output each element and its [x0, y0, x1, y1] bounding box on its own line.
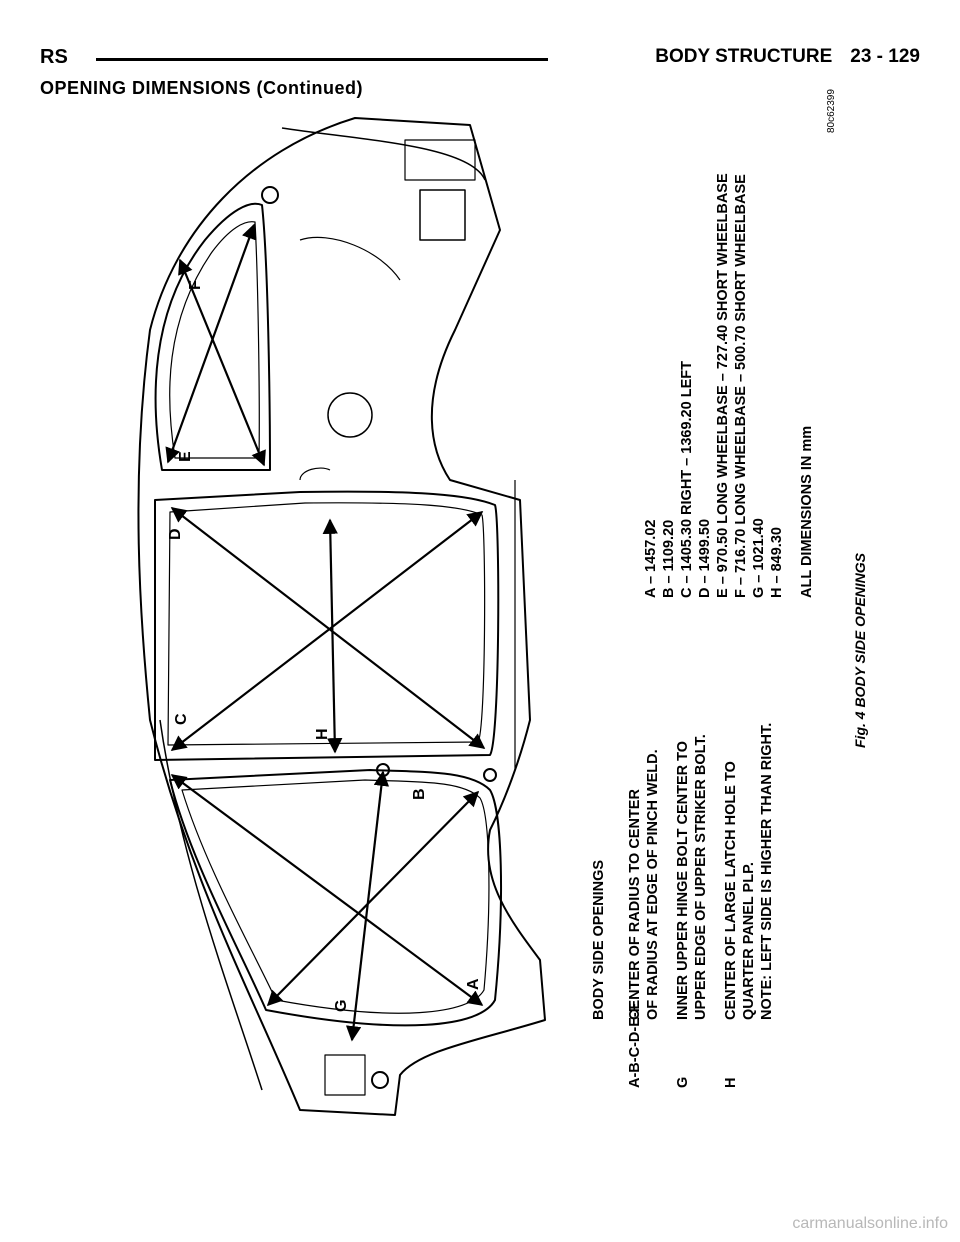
legend-key — [740, 1020, 758, 1088]
quarter-window-opening — [154, 202, 271, 471]
legend-key: A-B-C-D-E-F — [627, 1003, 643, 1088]
dimension-item: D – 1499.50 — [697, 518, 713, 598]
dimension-line-a — [170, 774, 484, 1006]
legend-text: CENTER OF RADIUS TO CENTER — [627, 789, 643, 1020]
page-number: 23 - 129 — [850, 46, 920, 67]
legend-row: G INNER UPPER HINGE BOLT CENTER TO — [674, 723, 692, 1088]
dimension-item: A – 1457.02 — [643, 519, 659, 598]
legend-text: UPPER EDGE OF UPPER STRIKER BOLT. — [693, 734, 709, 1020]
front-door-opening — [169, 769, 503, 1027]
dimension-item: H – 849.30 — [769, 527, 785, 598]
dimension-line-g — [345, 770, 390, 1042]
legend-key — [692, 1020, 710, 1088]
units-note: ALL DIMENSIONS IN mm — [799, 425, 815, 598]
body-outline — [137, 117, 546, 1116]
legend-text: NOTE: LEFT SIDE IS HIGHER THAN RIGHT. — [759, 722, 775, 1020]
dimension-line-b — [266, 790, 480, 1007]
dimension-item: B – 1109.20 — [661, 519, 677, 598]
callout-c: C — [173, 713, 190, 725]
dimension-line-h — [322, 518, 343, 754]
callout-g: G — [333, 1000, 350, 1012]
callout-e: E — [177, 451, 194, 462]
legend-row: NOTE: LEFT SIDE IS HIGHER THAN RIGHT. — [758, 723, 776, 1088]
legend-row: OF RADIUS AT EDGE OF PINCH WELD. — [644, 723, 662, 1088]
legend-key: G — [675, 1076, 691, 1088]
manual-code: RS — [40, 46, 68, 68]
figure-caption: Fig. 4 BODY SIDE OPENINGS — [852, 552, 868, 748]
legend-row: QUARTER PANEL PLP. — [740, 723, 758, 1088]
callout-f: F — [187, 280, 204, 290]
legend-key — [644, 1020, 662, 1088]
legend-key: H — [723, 1077, 739, 1088]
dimension-line-d — [170, 507, 486, 749]
legend-text: OF RADIUS AT EDGE OF PINCH WELD. — [645, 749, 661, 1020]
legend-text: CENTER OF LARGE LATCH HOLE TO — [723, 761, 739, 1020]
dimension-item: C – 1405.30 RIGHT – 1369.20 LEFT — [679, 361, 695, 598]
section-title: BODY STRUCTURE — [655, 46, 833, 67]
page-subtitle: OPENING DIMENSIONS (Continued) — [40, 78, 363, 98]
legend-text: INNER UPPER HINGE BOLT CENTER TO — [675, 740, 691, 1020]
legend-row: H CENTER OF LARGE LATCH HOLE TO — [722, 723, 740, 1088]
legend-text: QUARTER PANEL PLP. — [741, 862, 757, 1020]
callout-h: H — [314, 728, 331, 740]
figure-image-id: 80c62399 — [826, 89, 837, 133]
header-rule — [96, 58, 548, 61]
legend-row: UPPER EDGE OF UPPER STRIKER BOLT. — [692, 723, 710, 1088]
dimension-list: A – 1457.02 B – 1109.20 C – 1405.30 RIGH… — [642, 173, 816, 598]
watermark-text: carmanualsonline.info — [792, 1215, 948, 1232]
dimension-item: F – 716.70 LONG WHEELBASE – 500.70 SHORT… — [733, 174, 749, 598]
legend-key — [758, 1020, 776, 1088]
dimension-item: G – 1021.40 — [751, 518, 767, 598]
callout-b: B — [411, 788, 428, 800]
legend-title: BODY SIDE OPENINGS — [591, 859, 607, 1020]
sliding-door-opening — [154, 490, 500, 761]
callout-d: D — [167, 528, 184, 540]
callout-a: A — [465, 978, 482, 990]
dimension-line-f — [178, 258, 266, 467]
section-heading: BODY STRUCTURE 23 - 129 — [655, 46, 920, 68]
page-header: RS BODY STRUCTURE 23 - 129 — [40, 46, 920, 76]
dimension-item: E – 970.50 LONG WHEELBASE – 727.40 SHORT… — [715, 173, 731, 598]
dimension-line-c — [170, 511, 484, 751]
